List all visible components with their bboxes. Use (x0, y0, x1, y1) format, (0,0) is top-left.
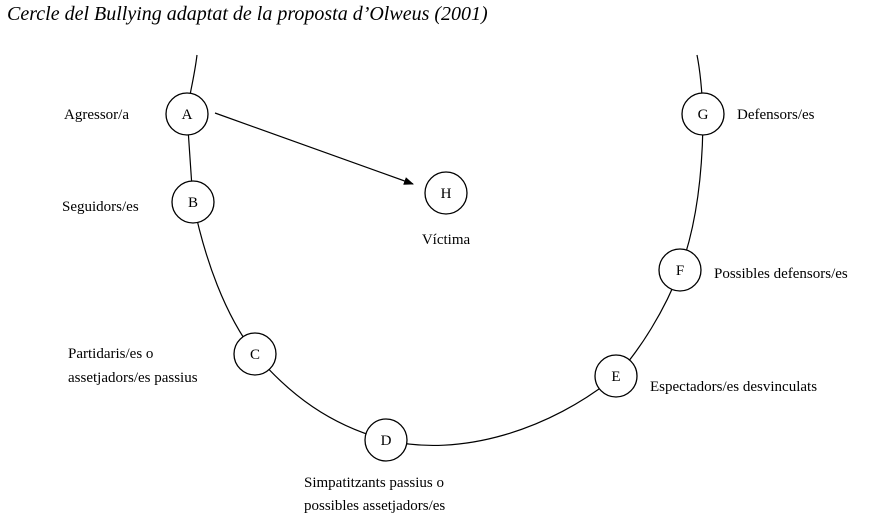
label-partidaris-line1: Partidaris/es o (68, 346, 153, 362)
circle-curve (186, 54, 704, 447)
label-simpatitzants-line1: Simpatitzants passius o (304, 475, 444, 491)
node-f: F (658, 248, 702, 292)
node-g-letter: G (698, 107, 709, 123)
label-possibles-defensors: Possibles defensors/es (714, 266, 848, 282)
node-c-letter: C (250, 347, 260, 363)
node-a: A (165, 92, 209, 136)
label-victima: Víctima (422, 232, 471, 248)
figure-caption: Cercle del Bullying adaptat de la propos… (7, 3, 488, 25)
label-seguidors: Seguidors/es (62, 199, 139, 215)
node-e-circle (594, 354, 638, 398)
node-g-circle (681, 92, 725, 136)
node-c: C (233, 332, 277, 376)
node-b-letter: B (188, 195, 198, 211)
label-agressor: Agressor/a (64, 107, 129, 123)
label-simpatitzants-line2: possibles assetjadors/es (304, 498, 445, 514)
node-d-letter: D (381, 433, 392, 449)
label-defensors: Defensors/es (737, 107, 815, 123)
node-g: G (681, 92, 725, 136)
node-a-circle (165, 92, 209, 136)
arrow-a-to-h (214, 112, 414, 185)
node-b: B (171, 180, 215, 224)
node-c-circle (233, 332, 277, 376)
node-d: D (364, 418, 408, 462)
node-d-circle (364, 418, 408, 462)
node-e: E (594, 354, 638, 398)
node-f-letter: F (676, 263, 684, 279)
node-e-letter: E (611, 369, 620, 385)
label-espectadors: Espectadors/es desvinculats (650, 379, 817, 395)
node-h: H (424, 171, 468, 215)
node-h-circle (424, 171, 468, 215)
node-h-letter: H (441, 186, 452, 202)
node-f-circle (658, 248, 702, 292)
node-a-letter: A (182, 107, 193, 123)
node-b-circle (171, 180, 215, 224)
label-partidaris-line2: assetjadors/es passius (68, 370, 198, 386)
